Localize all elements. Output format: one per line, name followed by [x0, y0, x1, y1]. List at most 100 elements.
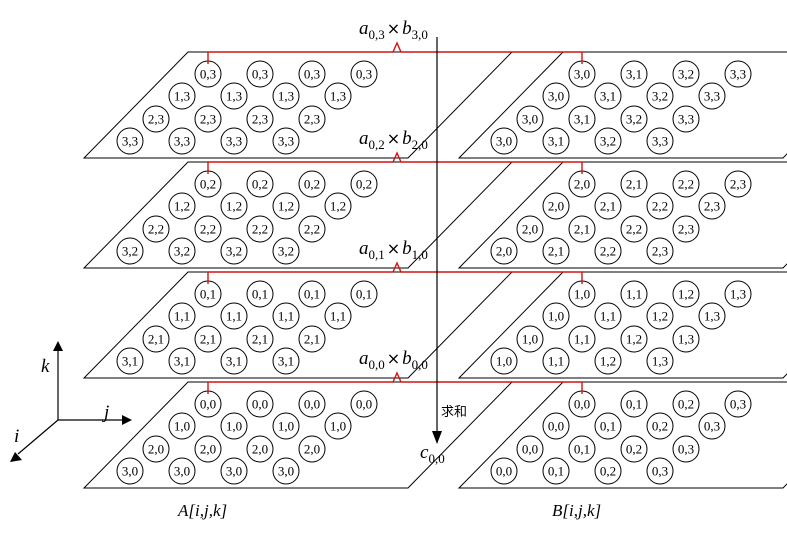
cell-label: 0,2 — [252, 177, 268, 192]
product-times: × — [387, 239, 400, 258]
cell-label: 2,2 — [200, 222, 216, 237]
cell-label: 3,0 — [548, 89, 564, 104]
cell-circle — [542, 127, 570, 155]
cell-b-k0-r1-c0: 0,0 — [542, 412, 570, 440]
product-b-sub: 1,0 — [412, 247, 428, 262]
cell-circle — [672, 105, 700, 133]
cell-label: 2,1 — [148, 332, 164, 347]
cell-label: 2,0 — [548, 199, 564, 214]
cell-label: 0,3 — [200, 67, 216, 82]
cell-circle — [272, 192, 300, 220]
cell-circle — [168, 302, 196, 330]
cell-b-k2-r3-c2: 2,2 — [594, 237, 622, 265]
cell-label: 0,3 — [356, 67, 372, 82]
cell-circle — [168, 457, 196, 485]
cell-label: 1,1 — [330, 309, 346, 324]
cell-b-k1-r0-c0: 1,0 — [568, 280, 596, 308]
cell-circle — [298, 280, 326, 308]
cell-label: 2,2 — [626, 222, 642, 237]
cell-circle — [620, 435, 648, 463]
cell-circle — [594, 237, 622, 265]
cell-a-k3-r1-c0: 1,3 — [168, 82, 196, 110]
cell-label: 1,0 — [278, 419, 294, 434]
cell-a-k3-r0-c0: 0,3 — [194, 60, 222, 88]
cell-label: 3,0 — [278, 464, 294, 479]
cell-circle — [594, 127, 622, 155]
cell-circle — [272, 127, 300, 155]
cell-a-k2-r2-c2: 2,2 — [246, 215, 274, 243]
bracket-k2 — [207, 151, 583, 174]
cell-circle — [568, 325, 596, 353]
cell-label: 2,0 — [200, 442, 216, 457]
cell-b-k0-r2-c0: 0,0 — [516, 435, 544, 463]
cell-circle — [724, 280, 752, 308]
cell-b-k1-r2-c3: 1,3 — [672, 325, 700, 353]
cell-label: 1,1 — [278, 309, 294, 324]
cell-a-k0-r3-c2: 3,0 — [220, 457, 248, 485]
summation-arrowhead — [432, 431, 442, 444]
cell-a-k0-r0-c3: 0,0 — [350, 390, 378, 418]
cell-circle — [646, 82, 674, 110]
cell-label: 0,2 — [200, 177, 216, 192]
cell-label: 3,1 — [548, 134, 564, 149]
cell-circle — [620, 325, 648, 353]
cell-b-k1-r2-c1: 1,1 — [568, 325, 596, 353]
cell-label: 1,0 — [574, 287, 590, 302]
cell-label: 0,3 — [252, 67, 268, 82]
cell-a-k3-r2-c1: 2,3 — [194, 105, 222, 133]
cell-label: 2,1 — [252, 332, 268, 347]
cell-circle — [516, 435, 544, 463]
cell-circle — [220, 237, 248, 265]
cell-b-k3-r3-c0: 3,0 — [490, 127, 518, 155]
product-label-k3: a0,3×b3,0 — [359, 18, 428, 42]
cell-circle — [542, 347, 570, 375]
cell-circle — [724, 390, 752, 418]
caption-left: A[i,j,k] — [177, 501, 227, 520]
cell-circle — [646, 127, 674, 155]
cell-b-k3-r2-c2: 3,2 — [620, 105, 648, 133]
cell-a-k2-r2-c1: 2,2 — [194, 215, 222, 243]
cell-circle — [516, 215, 544, 243]
cell-label: 2,0 — [148, 442, 164, 457]
cell-label: 1,3 — [226, 89, 242, 104]
cell-circle — [490, 457, 518, 485]
cell-b-k3-r2-c0: 3,0 — [516, 105, 544, 133]
cell-a-k0-r2-c3: 2,0 — [298, 435, 326, 463]
bracket-k3 — [207, 41, 583, 64]
cell-a-k3-r0-c3: 0,3 — [350, 60, 378, 88]
cell-label: 1,1 — [574, 332, 590, 347]
cell-label: 2,2 — [252, 222, 268, 237]
cell-label: 1,2 — [626, 332, 642, 347]
cell-circle — [168, 237, 196, 265]
cell-label: 2,0 — [252, 442, 268, 457]
cell-circle — [594, 82, 622, 110]
cell-label: 2,2 — [652, 199, 668, 214]
cell-b-k0-r0-c0: 0,0 — [568, 390, 596, 418]
cell-label: 2,0 — [574, 177, 590, 192]
cell-circle — [246, 60, 274, 88]
cell-circle — [646, 237, 674, 265]
cell-circle — [220, 302, 248, 330]
cell-b-k1-r3-c2: 1,2 — [594, 347, 622, 375]
product-label-k1: a0,1×b1,0 — [359, 238, 428, 262]
cell-label: 0,0 — [252, 397, 268, 412]
cell-label: 3,1 — [174, 354, 190, 369]
cell-circle — [272, 82, 300, 110]
cell-label: 1,2 — [226, 199, 242, 214]
cell-circle — [272, 347, 300, 375]
cell-b-k3-r3-c2: 3,2 — [594, 127, 622, 155]
i-axis-arrow — [10, 452, 22, 462]
cell-circle — [698, 412, 726, 440]
cell-circle — [168, 82, 196, 110]
cell-b-k2-r1-c0: 2,0 — [542, 192, 570, 220]
cell-a-k2-r0-c1: 0,2 — [246, 170, 274, 198]
cell-circle — [246, 325, 274, 353]
cell-label: 0,3 — [678, 442, 694, 457]
cell-label: 0,3 — [304, 67, 320, 82]
cell-label: 0,3 — [730, 397, 746, 412]
cell-circle — [594, 457, 622, 485]
cell-label: 0,0 — [522, 442, 538, 457]
cell-a-k3-r2-c2: 2,3 — [246, 105, 274, 133]
